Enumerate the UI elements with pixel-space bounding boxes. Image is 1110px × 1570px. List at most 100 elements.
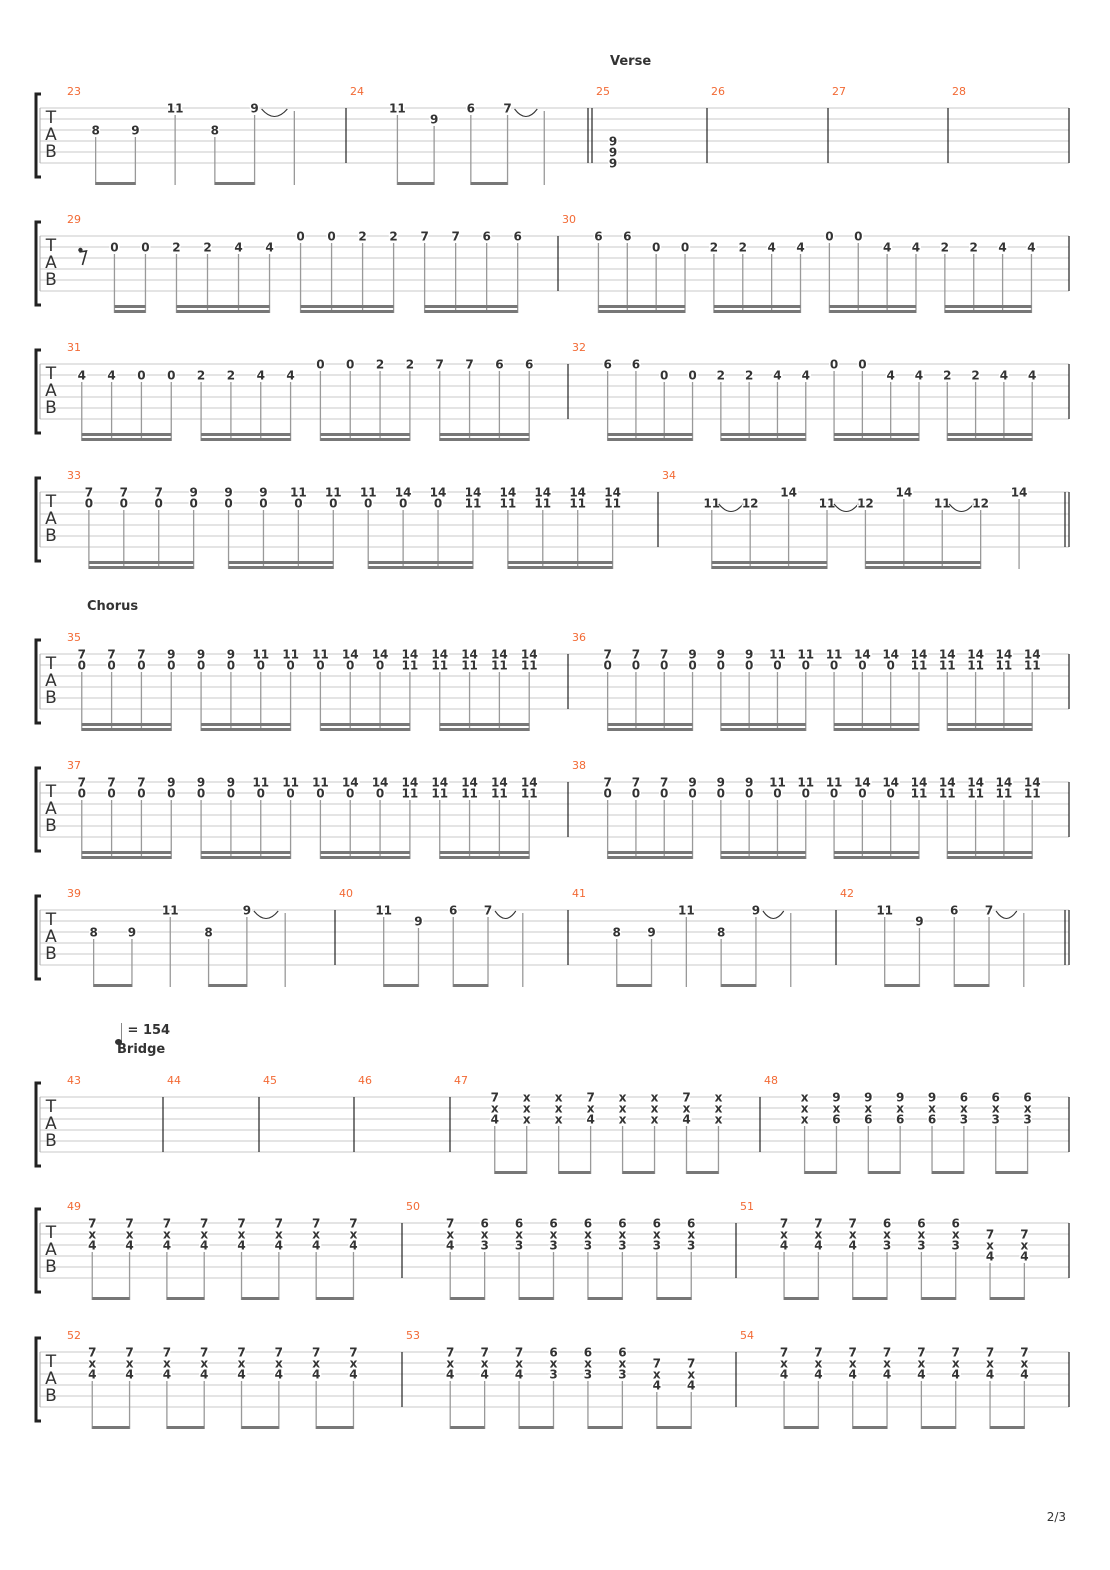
fret-number: x	[715, 1113, 723, 1127]
fret-number: 4	[886, 369, 894, 383]
fret-number: 14	[491, 776, 508, 790]
fret-number: 3	[992, 1113, 1000, 1127]
measure-number: 26	[711, 85, 725, 98]
fret-number: 14	[431, 648, 448, 662]
fret-number: 11	[819, 497, 836, 511]
fret-number: x	[918, 1357, 926, 1371]
fret-number: 7	[275, 1217, 283, 1231]
fret-number: 11	[703, 497, 720, 511]
fret-number: 0	[346, 787, 354, 801]
fret-number: 9	[647, 926, 655, 940]
fret-number: 14	[402, 776, 419, 790]
fret-number: 0	[660, 787, 668, 801]
system-bracket	[34, 1207, 41, 1294]
fret-number: x	[952, 1357, 960, 1371]
fret-number: 0	[85, 497, 93, 511]
measure-number: 41	[572, 887, 586, 900]
beam	[784, 1426, 819, 1429]
fret-number: x	[550, 1228, 558, 1242]
fret-number: 4	[780, 1368, 788, 1382]
beam-secondary	[228, 561, 334, 564]
fret-number: 0	[858, 787, 866, 801]
fret-number: 7	[586, 1091, 594, 1105]
fret-number: 7	[446, 1346, 454, 1360]
fret-number: 9	[167, 776, 175, 790]
fret-number: 9	[896, 1091, 904, 1105]
page-number: 2/3	[1046, 1510, 1066, 1524]
fret-number: 9	[915, 915, 923, 929]
fret-number: 8	[89, 926, 97, 940]
fret-number: 11	[167, 102, 184, 116]
tab-clef-letter: A	[45, 381, 57, 401]
tab-clef-letter: T	[45, 236, 57, 256]
fret-number: 7	[436, 358, 444, 372]
tab-clef-letter: A	[45, 799, 57, 819]
fret-number: 0	[632, 787, 640, 801]
measure-number: 38	[572, 759, 586, 772]
fret-number: x	[163, 1228, 171, 1242]
tab-clef-letter: A	[45, 671, 57, 691]
measure-number: 40	[339, 887, 353, 900]
measure-number: 29	[67, 213, 81, 226]
beam	[587, 1426, 623, 1429]
beam	[711, 566, 828, 569]
fret-number: 0	[257, 659, 265, 673]
fret-number: x	[481, 1228, 489, 1242]
beam	[852, 1426, 888, 1429]
fret-number: 7	[484, 904, 492, 918]
fret-number: 11	[678, 904, 695, 918]
beam-secondary	[598, 305, 686, 308]
fret-number: 14	[854, 776, 871, 790]
beam-secondary	[114, 305, 146, 308]
fret-number: 6	[623, 230, 631, 244]
beam	[92, 1426, 130, 1429]
fret-number: 12	[742, 497, 759, 511]
fret-number: 7	[312, 1346, 320, 1360]
fret-number: x	[992, 1102, 1000, 1116]
fret-number: 6	[618, 1217, 626, 1231]
beam	[721, 984, 756, 987]
fret-number: 6	[482, 230, 490, 244]
fret-number: 6	[603, 358, 611, 372]
fret-number: 7	[1020, 1228, 1028, 1242]
fret-number: 3	[687, 1239, 695, 1253]
beam-secondary	[720, 723, 806, 726]
beam	[656, 1426, 692, 1429]
fret-number: 4	[1000, 369, 1008, 383]
fret-number: 4	[687, 1379, 695, 1393]
fret-number: x	[555, 1113, 563, 1127]
fret-number: 4	[275, 1368, 283, 1382]
beam-secondary	[439, 433, 530, 436]
fret-number: 4	[275, 1239, 283, 1253]
beam	[944, 310, 1032, 313]
fret-number: 6	[950, 904, 958, 918]
fret-number: 11	[797, 648, 814, 662]
fret-number: 14	[372, 776, 389, 790]
fret-number: 9	[167, 648, 175, 662]
fret-number: 3	[584, 1239, 592, 1253]
fret-number: x	[815, 1357, 823, 1371]
fret-number: x	[446, 1228, 454, 1242]
fret-number: 4	[107, 369, 115, 383]
beam	[176, 310, 270, 313]
fret-number: x	[481, 1357, 489, 1371]
fret-number: x	[849, 1228, 857, 1242]
fret-number: 9	[864, 1091, 872, 1105]
fret-number: 6	[864, 1113, 872, 1127]
fret-number: 6	[449, 904, 457, 918]
fret-number: x	[1024, 1102, 1032, 1116]
fret-number: 0	[830, 787, 838, 801]
fret-number: 3	[480, 1239, 488, 1253]
fret-number: x	[687, 1368, 695, 1382]
fret-number: 9	[227, 776, 235, 790]
fret-number: 0	[802, 659, 810, 673]
fret-number: 0	[257, 787, 265, 801]
fret-number: 0	[773, 659, 781, 673]
fret-number: 11	[769, 776, 786, 790]
fret-number: 9	[609, 157, 617, 171]
fret-number: 7	[85, 486, 93, 500]
fret-number: 6	[513, 230, 521, 244]
beam	[424, 310, 518, 313]
fret-number: 11	[911, 787, 928, 801]
